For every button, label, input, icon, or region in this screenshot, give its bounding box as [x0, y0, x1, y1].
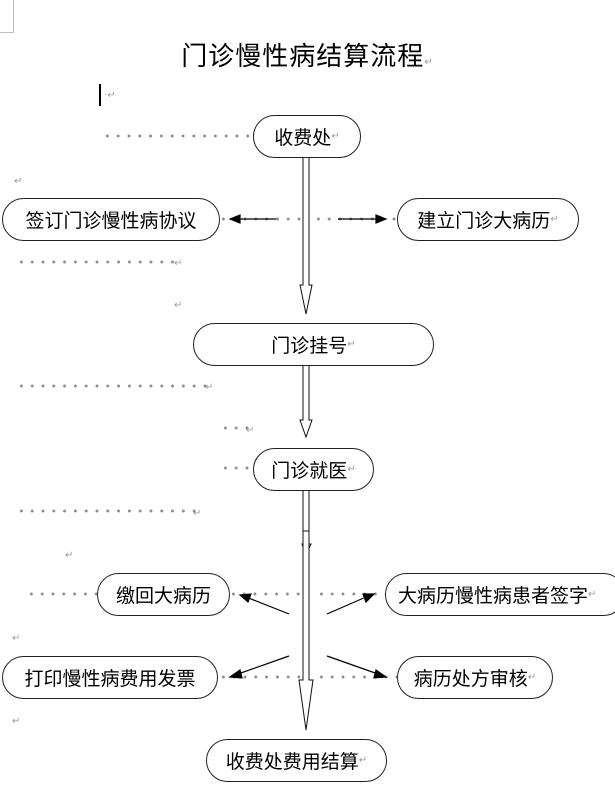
paragraph-mark-icon: ↵ — [174, 300, 183, 311]
text-cursor — [99, 84, 101, 106]
arrowhead-right — [375, 214, 388, 224]
dotted-leader — [102, 134, 254, 138]
step-label: 门诊就医 — [271, 460, 348, 482]
side-step-print-invoice: 打印慢性病费用发票 — [2, 656, 218, 699]
side-step-return-record: 缴回大病历 — [97, 573, 230, 616]
step-registration: 门诊挂号↵ — [193, 323, 434, 366]
step-label: 建立门诊大病历 — [417, 210, 551, 232]
paragraph-mark-icon: ↵ — [550, 214, 559, 225]
step-label: 病历处方审核 — [413, 668, 528, 690]
down-arrow-1 — [299, 155, 313, 315]
paragraph-mark-icon: ·↵ — [104, 90, 116, 101]
dotted-leader — [316, 592, 392, 596]
paragraph-mark-icon: ↵ — [14, 176, 23, 187]
dotted-leader — [16, 260, 174, 264]
dotted-leader — [218, 675, 300, 679]
arrow-to-invoice — [237, 655, 290, 675]
step-settlement: 收费处费用结算↵ — [206, 739, 387, 782]
paragraph-mark-icon: ↵ — [174, 258, 183, 269]
paragraph-mark-icon: ↵ — [12, 716, 21, 727]
side-step-patient-sign: 大病历慢性病患者签字↵ — [385, 573, 615, 616]
step-label: 签订门诊慢性病协议 — [25, 210, 197, 232]
paragraph-mark-icon: ↵ — [358, 755, 368, 766]
dotted-leader — [26, 592, 106, 596]
dotted-leader — [220, 466, 260, 470]
down-arrow-4 — [298, 530, 314, 731]
step-label: 打印慢性病费用发票 — [24, 668, 196, 690]
dotted-leader — [220, 426, 250, 430]
paragraph-mark-icon: ↵ — [347, 339, 356, 350]
page-corner-mark — [0, 0, 14, 33]
paragraph-mark-icon: ↵ — [65, 550, 74, 561]
arrow-to-review — [326, 655, 379, 675]
step-label: 大病历慢性病患者签字 — [398, 585, 589, 607]
arrowhead-left — [228, 214, 241, 224]
down-arrow-3 — [302, 489, 310, 532]
paragraph-mark-icon: ↵ — [527, 672, 537, 683]
step-label: 收费处 — [274, 127, 332, 149]
paragraph-mark-icon: ↵ — [205, 382, 214, 393]
paragraph-mark-icon: ↵ — [588, 589, 597, 600]
paragraph-mark-icon: ↵ — [347, 464, 356, 475]
paragraph-mark-icon: ↵ — [246, 425, 255, 436]
paragraph-mark-icon: ↵ — [12, 633, 21, 644]
side-step-create-record: 建立门诊大病历↵ — [397, 198, 579, 241]
dotted-leader — [228, 592, 300, 596]
step-label: 门诊挂号 — [271, 335, 348, 357]
paragraph-mark-icon: ↵ — [331, 131, 340, 142]
down-arrow-2 — [299, 364, 313, 439]
step-consultation: 门诊就医↵ — [253, 448, 374, 491]
side-step-sign-agreement: 签订门诊慢性病协议 — [2, 198, 220, 241]
dotted-leader — [16, 384, 208, 388]
paragraph-mark-icon: ↵ — [193, 508, 202, 519]
step-cashier: 收费处↵ — [253, 115, 361, 158]
dotted-leader — [16, 509, 196, 513]
step-label: 缴回大病历 — [115, 585, 211, 607]
title-text: 门诊慢性病结算流程 — [181, 42, 425, 72]
arrow-to-return-record — [245, 596, 290, 615]
document-title: 门诊慢性病结算流程↵ — [0, 36, 615, 73]
paragraph-mark-icon: ↵ — [424, 57, 434, 68]
arrow-to-patient-sign — [326, 596, 367, 615]
dotted-leader — [316, 675, 404, 679]
side-step-review-prescription: 病历处方审核↵ — [397, 656, 553, 699]
step-label: 收费处费用结算 — [225, 751, 359, 773]
